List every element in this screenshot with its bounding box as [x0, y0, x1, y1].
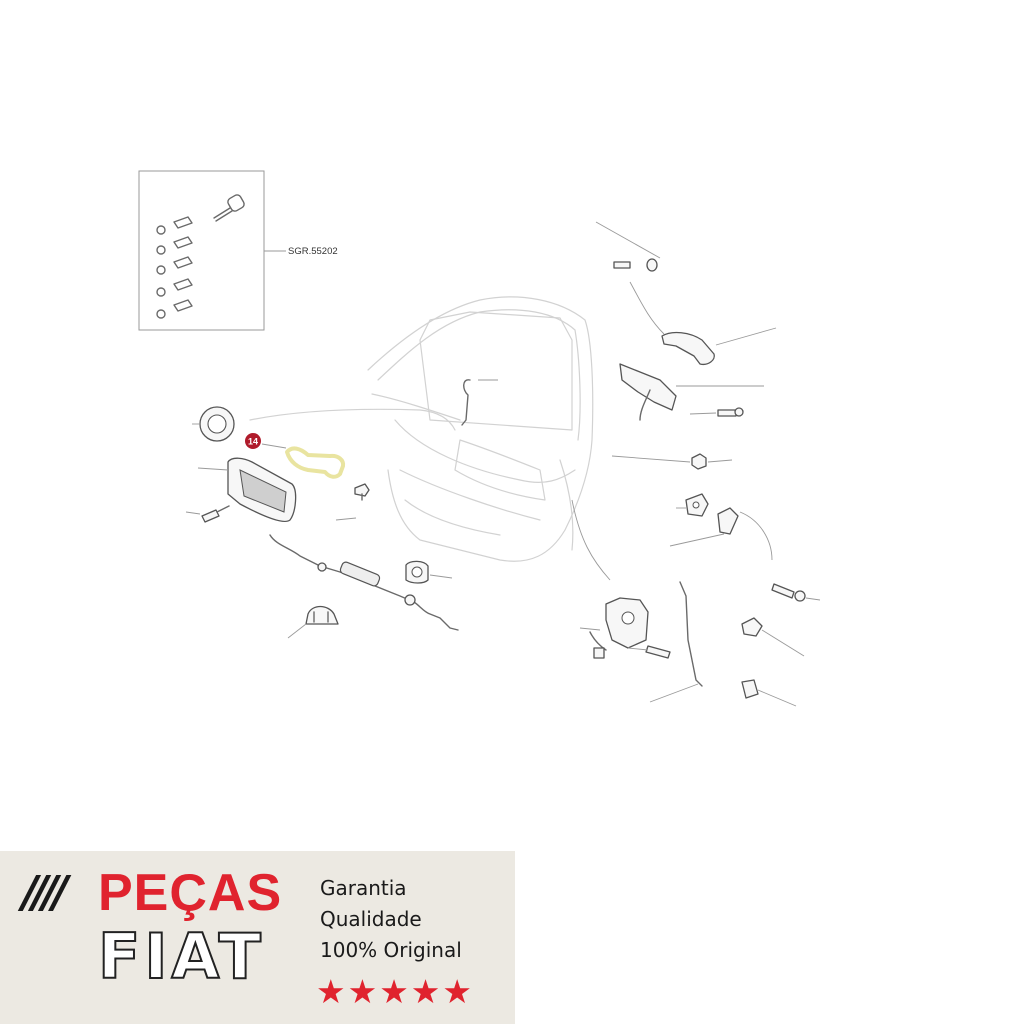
part-14-number: 14 — [248, 437, 258, 447]
nut-part — [611, 453, 733, 470]
rating-stars: ★★★★★ — [316, 975, 472, 1009]
star-icon: ★ — [410, 972, 441, 1011]
lock-rod-part — [649, 581, 703, 703]
star-icon: ★ — [316, 972, 346, 1011]
claim-quality: Qualidade — [320, 907, 422, 931]
outer-handle-part — [629, 281, 777, 366]
claim-original: 100% Original — [320, 938, 462, 962]
part-14-badge — [245, 433, 261, 449]
screw-part-left — [185, 505, 230, 523]
highlighted-part-14: 14 — [245, 433, 346, 479]
release-rod-part — [269, 534, 459, 631]
key-icon — [213, 194, 245, 222]
door-lock-part — [571, 499, 649, 659]
spring-clip-part — [741, 617, 805, 657]
seal-washer-part — [192, 406, 235, 442]
brand-name-line2: FIAT — [97, 920, 265, 994]
key-kit-inset: SGR.55202 — [138, 170, 338, 331]
handle-mechanism-part — [619, 363, 764, 421]
bolt-part — [627, 645, 671, 659]
kit-reference-label: SGR.55202 — [288, 246, 338, 257]
buffer-part — [741, 679, 797, 707]
star-icon: ★ — [347, 972, 378, 1011]
star-icon: ★ — [442, 972, 472, 1011]
brand-banner: //// PEÇAS FIAT Garantia Qualidade 100% … — [0, 851, 515, 1024]
brand-slashes: //// — [22, 867, 68, 918]
striker-part — [676, 493, 709, 517]
latch-plate-part — [669, 507, 773, 561]
window-channel-part — [461, 379, 498, 426]
star-icon: ★ — [379, 972, 409, 1011]
quality-claims: Garantia Qualidade 100% Original — [320, 873, 462, 966]
screw-right-part — [689, 407, 744, 417]
inner-handle-bezel-part — [197, 457, 297, 523]
bracket-part — [405, 560, 453, 584]
claim-warranty: Garantia — [320, 876, 407, 900]
screw-washer-top-part — [595, 221, 661, 272]
grommet-part — [287, 605, 339, 639]
brand-name-line1: PEÇAS — [98, 864, 283, 922]
door-outline — [249, 296, 594, 562]
lock-cylinder-set-icon — [156, 216, 193, 319]
screw-long-part — [771, 583, 821, 602]
clip-part — [335, 483, 370, 521]
